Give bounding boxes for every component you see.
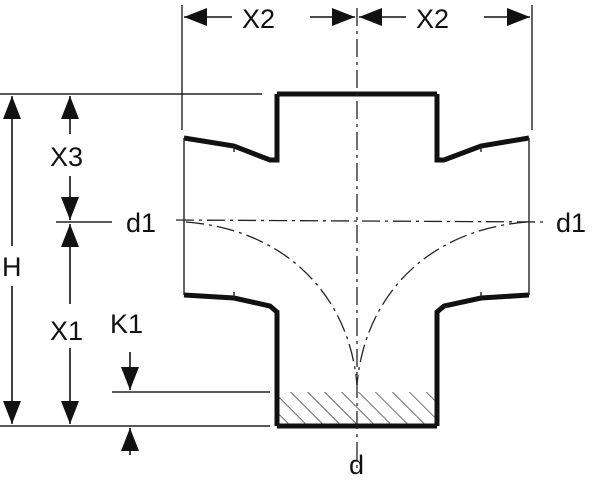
outline-bottom-right [434,292,530,426]
flow-curve-right [356,221,528,386]
d1-right-label: d1 [556,208,586,238]
k1-arrow-top [121,367,139,390]
h-arrow-top [3,96,21,119]
d-label: d [349,450,364,480]
x2-arrow-left [184,8,207,26]
outline-top-left [183,94,280,163]
d1-left-label: d1 [126,208,156,238]
outline-top-right [434,94,530,163]
center-lines [175,8,546,470]
x2-left-label: X2 [242,4,275,34]
x3-arrow-top [61,96,79,119]
dimension-k1: K1 [110,309,143,455]
outline-bottom-left [183,292,280,426]
x3-arrow-bottom [61,197,79,220]
flow-curve-left [185,221,358,386]
x2-arrow-right [507,8,530,26]
x1-arrow-bottom [61,401,79,424]
h-label: H [2,252,22,282]
h-arrow-bottom [3,401,21,424]
extension-lines [0,5,533,427]
k1-arrow-bottom [121,428,139,451]
x1-label: X1 [50,316,83,346]
dimension-x1: X1 [50,224,83,424]
x2-arrow-center-left [332,8,355,26]
horizontal-centerline [175,219,546,223]
dimension-x2: X2 X2 [184,4,530,34]
dimension-x3: X3 [50,96,83,220]
dimension-h: H [2,96,22,424]
x1-arrow-top [61,224,79,247]
k1-label: K1 [110,309,143,339]
x3-label: X3 [50,142,83,172]
x2-right-label: X2 [416,4,449,34]
x2-arrow-center-right [359,8,382,26]
